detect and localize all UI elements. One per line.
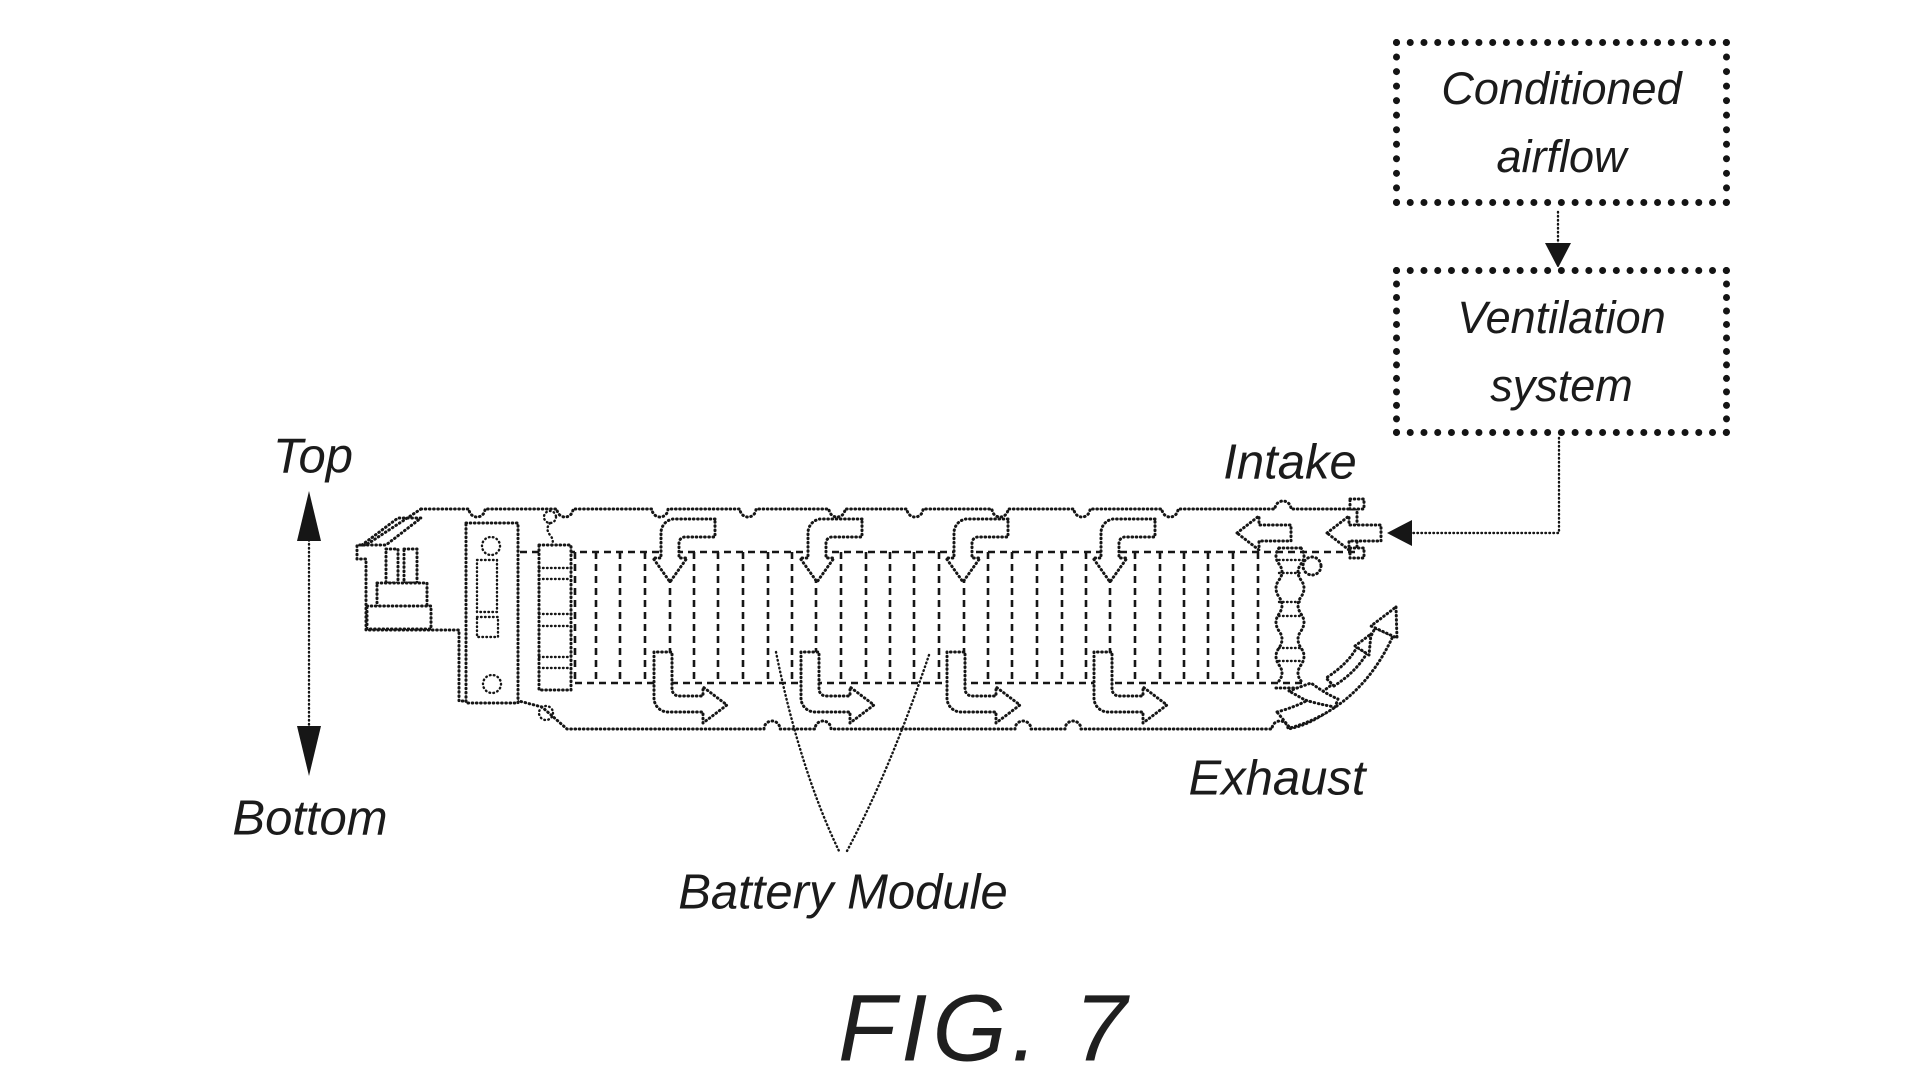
busbar-dividers: [537, 566, 573, 670]
airflow-through-cells-arrows: [651, 517, 1169, 725]
rivet-bottom: [537, 704, 555, 722]
orientation-arrow-down-head-icon: [297, 726, 321, 776]
down-airflow-arrow-icon: [651, 517, 717, 584]
right-endcap: [1274, 546, 1306, 690]
connector-prong-left: [384, 547, 400, 585]
exhaust-label: Exhaust: [1188, 751, 1366, 806]
intake-airflow-arrows: [1235, 514, 1383, 552]
exit-airflow-arrow-icon: [1092, 650, 1169, 725]
exhaust-arrow-head-icon: [1369, 605, 1399, 640]
figure-caption: FIG. 7: [838, 975, 1132, 1080]
battery-module-drawing: [355, 497, 1366, 731]
ventilation-system-box: Ventilation system: [1393, 267, 1730, 436]
ventilation-to-module-arrow: [1387, 520, 1412, 546]
intake-arrow-icon: [1325, 514, 1383, 552]
intake-arrow-icon: [1235, 514, 1293, 552]
duct-edge-tab-top: [1348, 497, 1366, 511]
exit-airflow-arrow-icon: [799, 650, 876, 725]
endplate-hole-top: [480, 535, 502, 557]
conditioned-airflow-box: Conditioned airflow: [1393, 39, 1730, 206]
down-airflow-arrow-icon: [1091, 517, 1157, 584]
exhaust-curl-arrow-icon: [1287, 681, 1340, 709]
battery-module-label: Battery Module: [678, 865, 1008, 920]
top-bottom-double-arrow: [297, 491, 321, 776]
connector-base: [365, 604, 433, 631]
ventilation-to-module-line: [1410, 436, 1561, 535]
conditioned-airflow-box-label: Conditioned airflow: [1441, 63, 1682, 182]
connector-roof: [360, 516, 423, 547]
down-airflow-arrow-icon: [944, 517, 1010, 584]
right-endcap-knob: [1301, 555, 1323, 577]
exhaust-inner-arrow-head-icon: [1353, 632, 1373, 657]
rivet-top: [542, 509, 558, 525]
intake-label: Intake: [1223, 435, 1357, 490]
battery-cell-dividers: [594, 552, 1260, 681]
orientation-arrow-up-head-icon: [297, 491, 321, 541]
duct-left-squiggle: [546, 521, 554, 549]
battery-module-leader-lines: [774, 650, 931, 853]
exhaust-airflow-arrows: [1275, 605, 1399, 730]
module-top-outline: [419, 499, 1359, 519]
exit-airflow-arrow-icon: [945, 650, 1022, 725]
endplate-slot-box: [475, 615, 500, 639]
leader-line-left: [774, 650, 841, 853]
ventilation-system-box-label: Ventilation system: [1457, 292, 1666, 411]
endplate-hole-bottom: [481, 673, 503, 695]
bottom-label: Bottom: [232, 791, 388, 846]
right-endcap-dividers: [1277, 558, 1303, 663]
flowchart-connector-down-arrow: [1545, 243, 1571, 268]
top-label: Top: [273, 429, 353, 484]
leader-line-right: [845, 653, 931, 853]
flowchart-connectors: [1387, 210, 1571, 546]
exit-airflow-arrow-icon: [652, 650, 729, 725]
connector-body: [375, 581, 429, 610]
down-airflow-arrow-icon: [798, 517, 864, 584]
connector-prong-right: [402, 547, 419, 585]
